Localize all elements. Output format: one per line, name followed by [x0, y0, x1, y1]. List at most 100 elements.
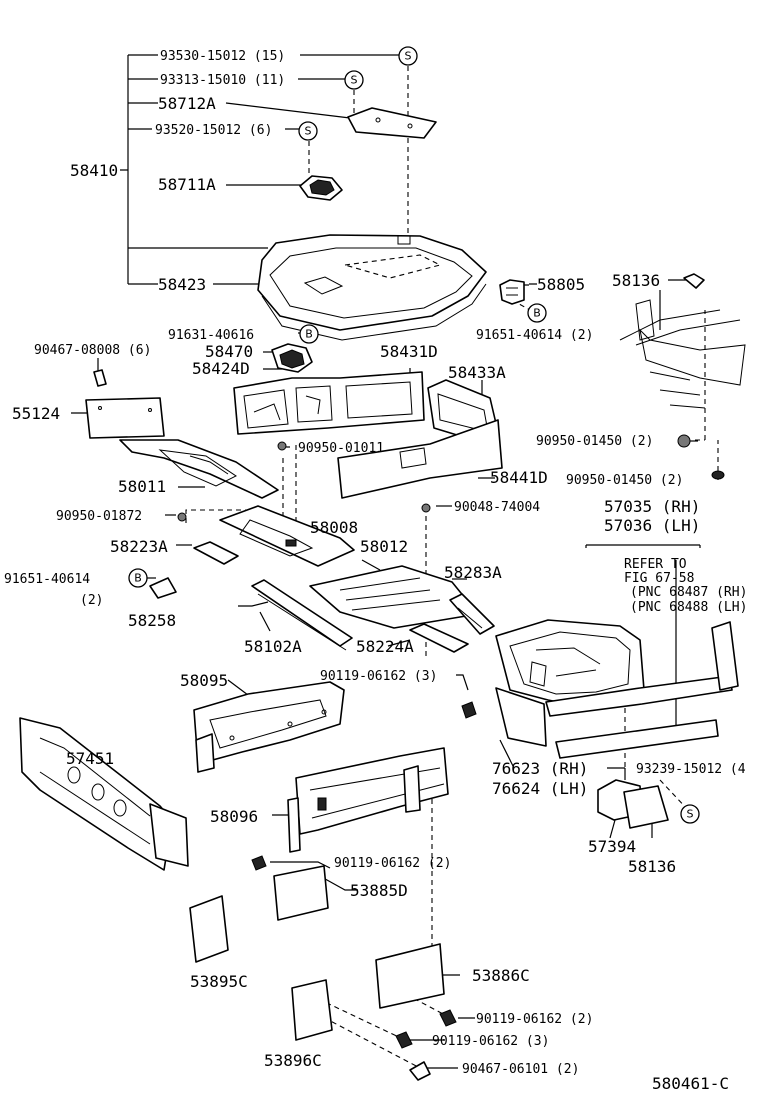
callout-58096: 58096 — [210, 807, 258, 826]
part-58011-rail — [119, 439, 279, 499]
callout-93520: 93520-15012 (6) — [155, 123, 272, 138]
part-53895C-shield — [189, 895, 229, 963]
part-53886C-shield — [375, 943, 445, 1009]
callout-90950-01872: 90950-01872 — [56, 509, 142, 524]
callout-53886C: 53886C — [472, 966, 530, 985]
part-57394-58136-bracket — [597, 779, 669, 829]
callout-58423: 58423 — [158, 275, 206, 294]
callout-76624: 76624 (LH) — [492, 779, 588, 798]
callout-90119-b: 90119-06162 (2) — [334, 856, 451, 871]
callout-58424D: 58424D — [192, 359, 250, 378]
callout-55124: 55124 — [12, 404, 60, 423]
part-57035-spare-tire-carrier — [495, 619, 739, 717]
svg-text:B: B — [305, 328, 313, 341]
marker-b-1: B — [527, 303, 547, 323]
marker-s-2: S — [344, 70, 364, 90]
part-58096-side-panel — [287, 747, 449, 853]
part-58410-tray — [257, 234, 487, 341]
callout-53885D: 53885D — [350, 881, 408, 900]
callout-91651-left: 91651-40614 — [4, 572, 90, 587]
part-58223A-bracket — [193, 541, 239, 565]
callout-refer-to: REFER TO — [624, 557, 687, 572]
part-76623-mudguard — [495, 687, 547, 747]
callout-76623: 76623 (RH) — [492, 759, 588, 778]
marker-b-2: B — [299, 324, 319, 344]
part-58711A-cap — [299, 175, 343, 201]
callout-58283A: 58283A — [444, 563, 502, 582]
callout-53896C: 53896C — [264, 1051, 322, 1070]
callout-58410: 58410 — [70, 161, 118, 180]
callout-57451: 57451 — [66, 749, 114, 768]
callout-58470: 58470 — [205, 342, 253, 361]
part-58008-plate — [219, 505, 355, 567]
part-58283A-bracket — [449, 593, 495, 635]
callout-90119-d: 90119-06162 (3) — [432, 1034, 549, 1049]
callout-58441D: 58441D — [490, 468, 548, 487]
svg-text:B: B — [533, 307, 541, 320]
marker-s-4: S — [680, 804, 700, 824]
callout-90950-01450-a: 90950-01450 (2) — [536, 434, 653, 449]
callout-fig: FIG 67-58 — [624, 571, 694, 586]
svg-text:S: S — [405, 50, 412, 63]
part-58136-floor-section — [619, 273, 746, 409]
part-58095-side-panel — [193, 681, 345, 773]
svg-text:S: S — [305, 125, 312, 138]
callout-58223A: 58223A — [110, 537, 168, 556]
part-57451-crossmember — [19, 717, 189, 871]
callout-58102A: 58102A — [244, 637, 302, 656]
callout-58433A: 58433A — [448, 363, 506, 382]
callout-90119-c: 90119-06162 (2) — [476, 1012, 593, 1027]
callout-90467-top: 90467-08008 (6) — [34, 343, 151, 358]
svg-text:S: S — [351, 74, 358, 87]
callout-90048: 90048-74004 — [454, 500, 540, 515]
callout-53895C: 53895C — [190, 972, 248, 991]
callout-58011: 58011 — [118, 477, 166, 496]
callout-57035: 57035 (RH) — [604, 497, 700, 516]
callout-91631: 91631-40616 — [168, 328, 254, 343]
part-53885D-shield — [273, 865, 329, 921]
leader-lines — [55, 54, 719, 1069]
svg-text:B: B — [134, 572, 142, 585]
marker-s-3: S — [298, 121, 318, 141]
part-58224A-bracket — [409, 623, 469, 653]
part-58441D-panel — [337, 419, 503, 499]
callout-58136-top: 58136 — [612, 271, 660, 290]
callout-58805: 58805 — [537, 275, 585, 294]
callout-58224A: 58224A — [356, 637, 414, 656]
callout-90950-01450-b: 90950-01450 (2) — [566, 473, 683, 488]
callout-58095: 58095 — [180, 671, 228, 690]
part-58258-clip — [149, 577, 177, 599]
callout-93313: 93313-15010 (11) — [160, 73, 285, 88]
part-58102A-rail — [251, 579, 353, 651]
callout-91651-left-qty: (2) — [80, 593, 103, 608]
callout-58136-bottom: 58136 — [628, 857, 676, 876]
part-strip — [555, 719, 719, 759]
part-55124-panel — [85, 369, 165, 439]
part-58431D-panel — [233, 371, 425, 435]
callout-58008: 58008 — [310, 518, 358, 537]
callout-90950-01011: 90950-01011 — [298, 441, 384, 456]
callout-57394: 57394 — [588, 837, 636, 856]
callout-pnc-rh: (PNC 68487 (RH) — [630, 585, 747, 600]
svg-text:S: S — [687, 808, 694, 821]
callout-90467-bottom: 90467-06101 (2) — [462, 1062, 579, 1077]
callout-58711A: 58711A — [158, 175, 216, 194]
part-53896C-shield — [291, 979, 333, 1041]
fasteners — [177, 434, 725, 1081]
callout-58012: 58012 — [360, 537, 408, 556]
callout-93530: 93530-15012 (15) — [160, 49, 285, 64]
callout-pnc-lh: (PNC 68488 (LH) — [630, 600, 747, 615]
callout-93239: 93239-15012 (4 — [636, 762, 746, 777]
figure-code: 580461-C — [652, 1074, 729, 1093]
part-58712A-plate — [347, 107, 437, 139]
callout-90119-a: 90119-06162 (3) — [320, 669, 437, 684]
callout-91651-top: 91651-40614 (2) — [476, 328, 593, 343]
marker-s-1: S — [398, 46, 418, 66]
callout-58431D: 58431D — [380, 342, 438, 361]
callout-57036: 57036 (LH) — [604, 516, 700, 535]
callout-labels: 93530-15012 (15) 93313-15010 (11) 58712A… — [4, 49, 747, 1093]
callout-58258: 58258 — [128, 611, 176, 630]
part-58470-58424D — [271, 343, 313, 373]
